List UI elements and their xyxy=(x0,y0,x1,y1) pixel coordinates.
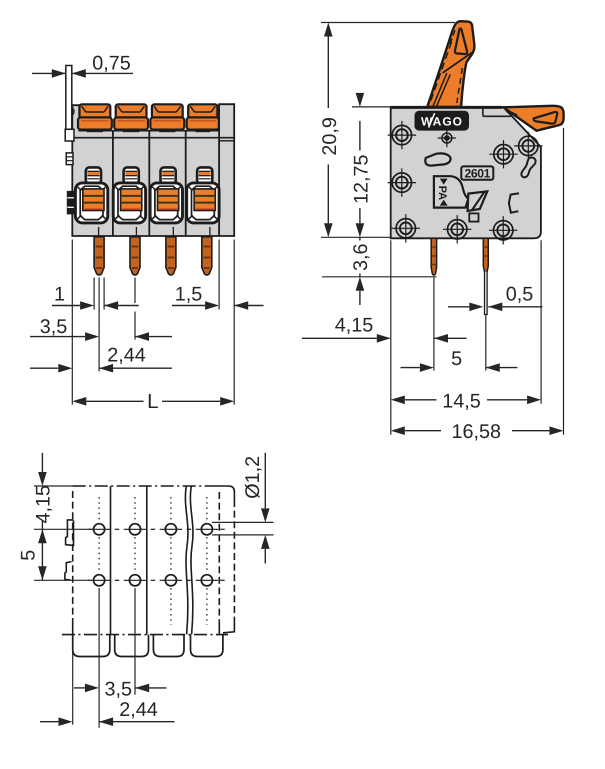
svg-text:20,9: 20,9 xyxy=(319,117,341,156)
svg-text:PA: PA xyxy=(436,186,448,201)
svg-text:L: L xyxy=(147,390,158,413)
svg-text:5: 5 xyxy=(451,348,462,370)
svg-text:2601: 2601 xyxy=(465,167,491,181)
svg-text:1,5: 1,5 xyxy=(175,284,203,306)
svg-text:2,44: 2,44 xyxy=(107,345,146,367)
svg-text:2,44: 2,44 xyxy=(119,699,158,721)
svg-text:3,5: 3,5 xyxy=(40,316,68,338)
svg-text:14,5: 14,5 xyxy=(442,390,481,412)
svg-text:1: 1 xyxy=(54,284,65,306)
svg-text:4,15: 4,15 xyxy=(32,485,54,524)
svg-text:3,5: 3,5 xyxy=(105,678,133,700)
svg-text:WAGO: WAGO xyxy=(421,114,463,128)
svg-text:16,58: 16,58 xyxy=(452,421,502,443)
svg-text:0,75: 0,75 xyxy=(92,53,131,75)
svg-text:4,15: 4,15 xyxy=(335,315,374,337)
svg-text:5: 5 xyxy=(17,550,39,561)
svg-text:3,6: 3,6 xyxy=(350,243,372,271)
svg-text:12,75: 12,75 xyxy=(350,155,372,205)
svg-text:Ø1,2: Ø1,2 xyxy=(242,456,264,499)
svg-text:0,5: 0,5 xyxy=(506,284,534,306)
